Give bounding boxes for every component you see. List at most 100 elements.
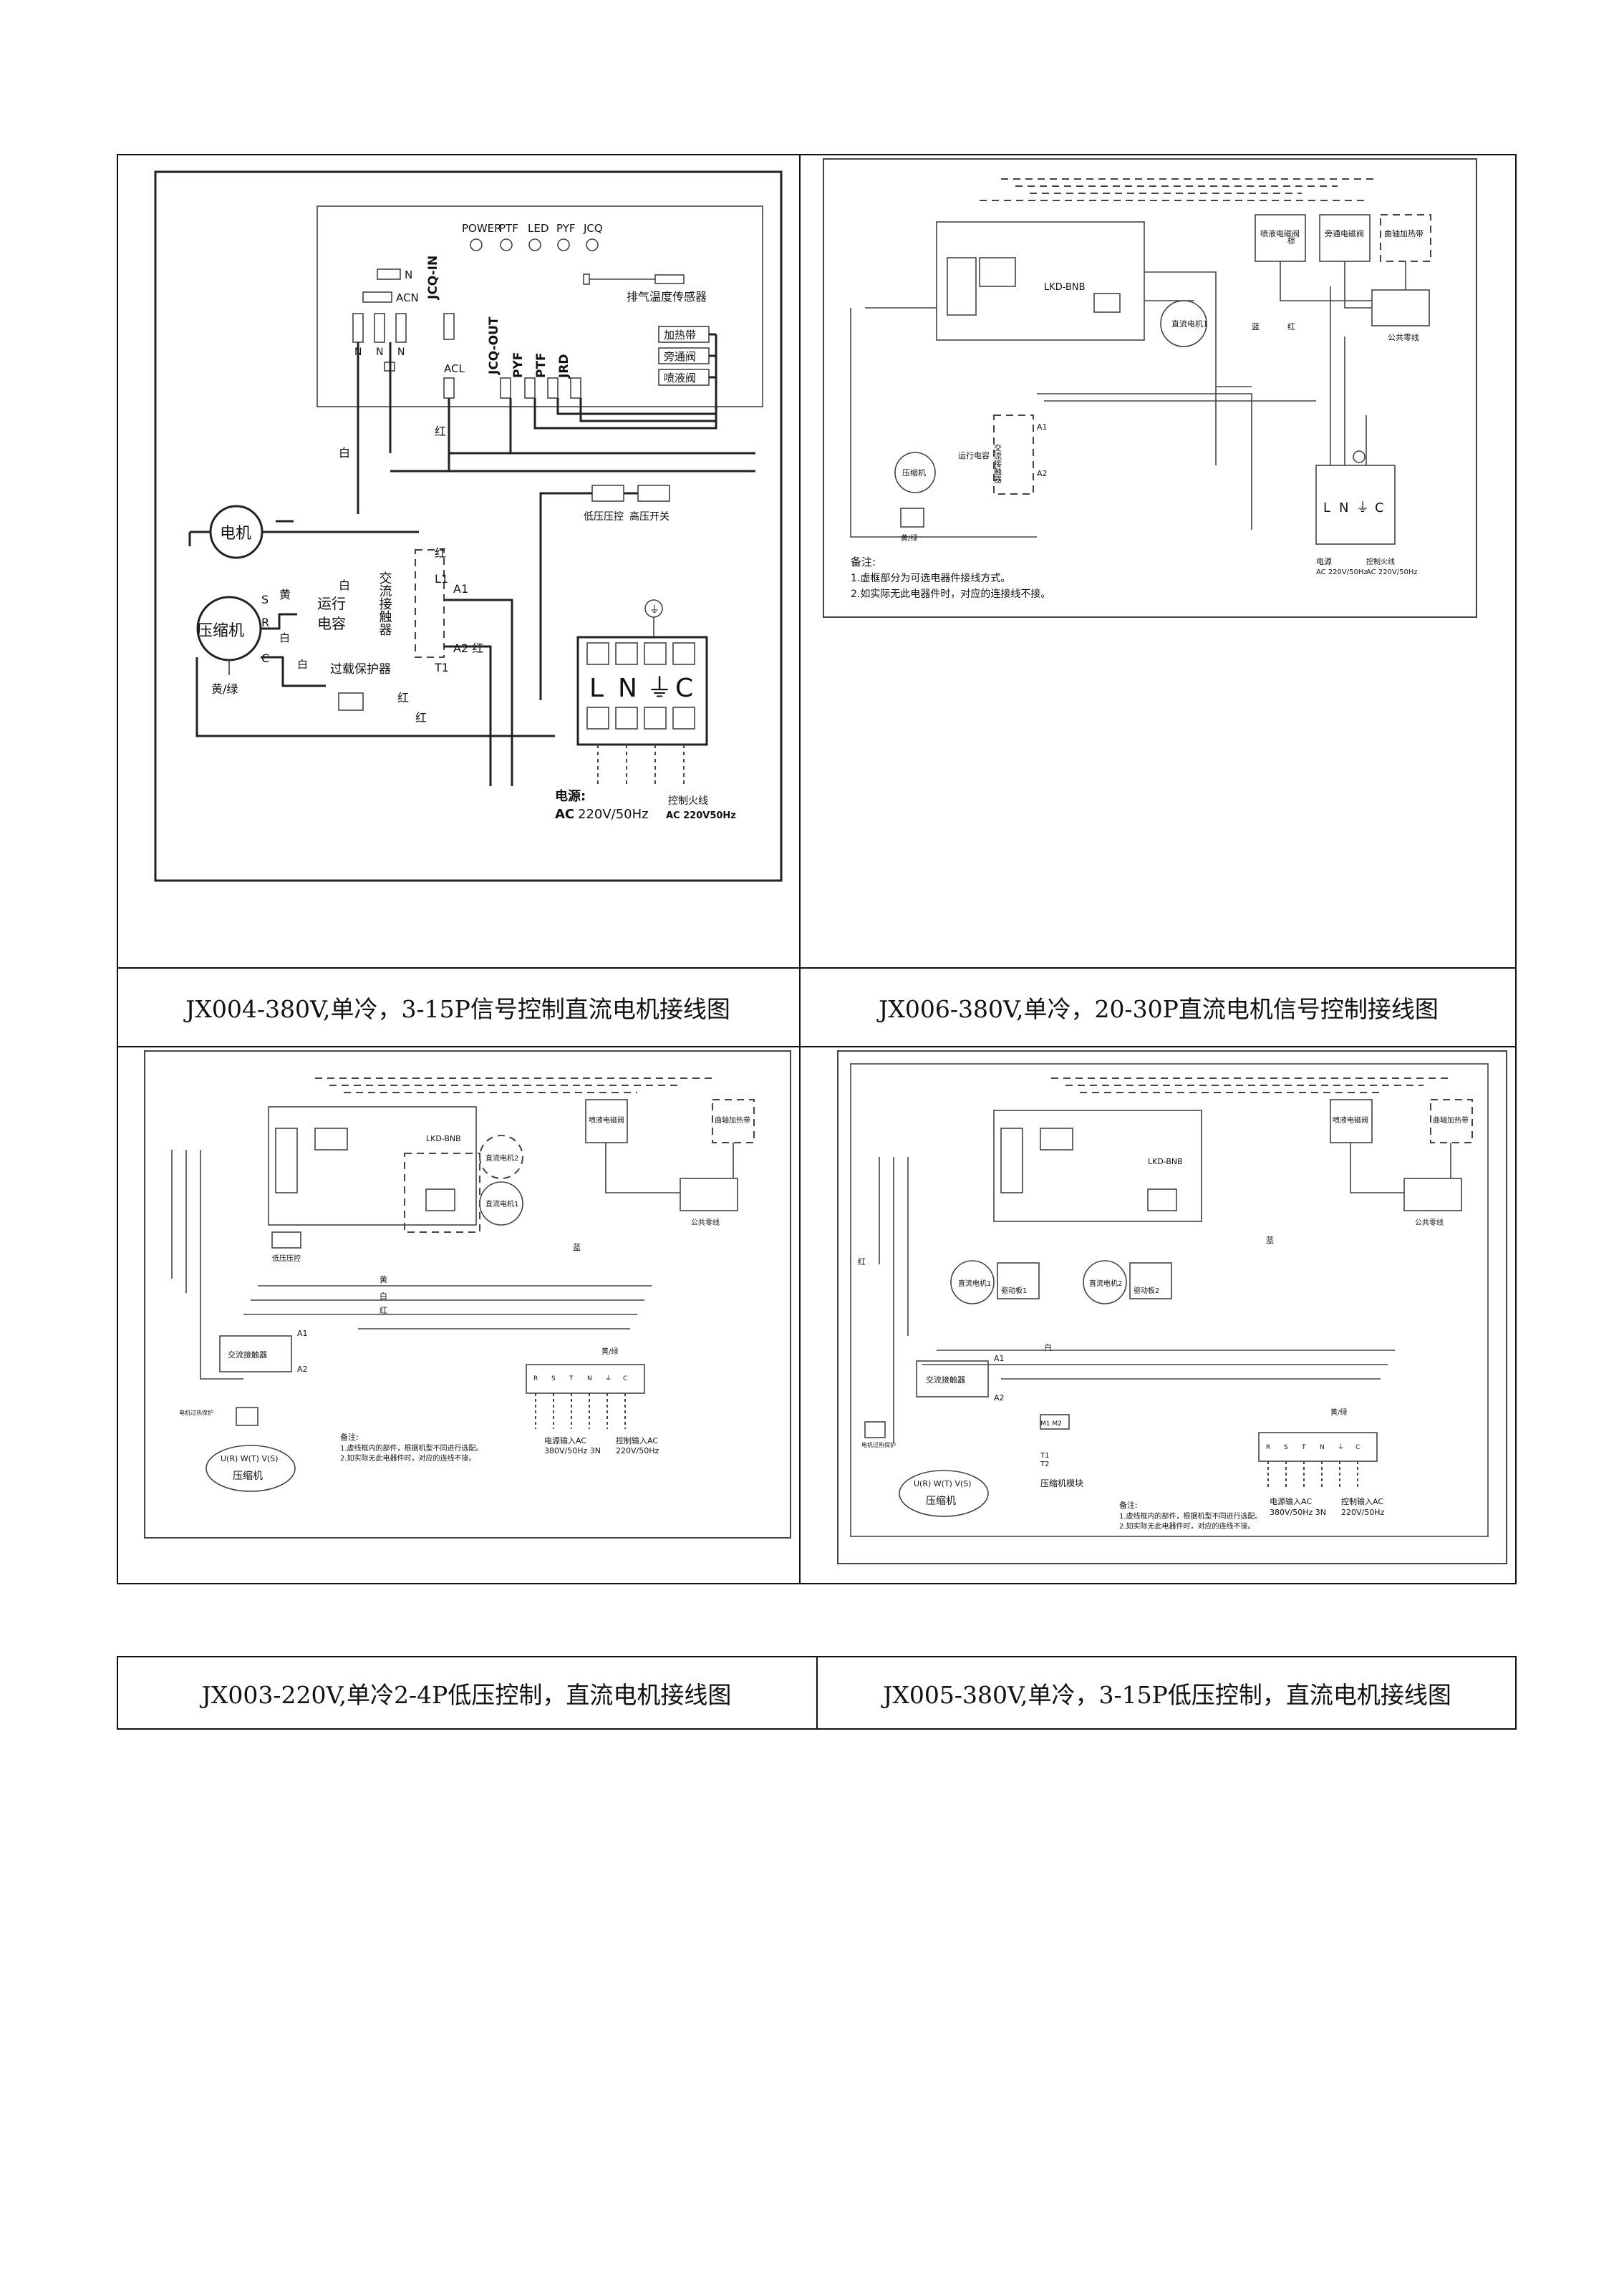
table-divider-h1 [117, 967, 1517, 969]
powerv-label: 380V/50Hz 3N [1270, 1508, 1326, 1517]
diagram-jx004: POWER PTF LED PYF JCQ 排气温度传感器 N ACN N N … [154, 170, 783, 882]
yg-label: 黄/绿 [1330, 1408, 1347, 1417]
terminal-ground: ⏚ [1356, 500, 1369, 515]
blue-label: 蓝 [1252, 322, 1260, 331]
highp-label: 高压开关 [629, 510, 670, 523]
red-label-1: 红 [435, 425, 446, 438]
caption-jx006: JX006-380V,单冷，20-30P直流电机信号控制接线图 [879, 995, 1439, 1023]
note-2: 2.如实际无此电器件时，对应的连线不接。 [1119, 1521, 1255, 1531]
white-label-4: 白 [297, 658, 308, 671]
drv2-label: 驱动板2 [1134, 1286, 1159, 1295]
blue-label: 蓝 [573, 1243, 581, 1252]
heater-label: 曲轴加热带 [1384, 228, 1424, 238]
terminal-t: T [1301, 1444, 1306, 1451]
overheat-label: 电机过热保护 [861, 1441, 896, 1448]
a1-label: A1 [297, 1329, 308, 1338]
common-label: 公共零线 [1415, 1218, 1444, 1227]
table-top [117, 154, 1517, 1584]
terminal-t: T [569, 1375, 574, 1382]
spray-label: 喷液电磁阀 [1260, 228, 1300, 238]
acn-label: ACN [396, 291, 419, 304]
contactor-label: 交流接触器 [926, 1375, 965, 1385]
red-label-2: 红 [435, 546, 446, 560]
a2-label: A2 [994, 1393, 1005, 1403]
indicator-jcq: JCQ [583, 222, 603, 235]
red-label-3: 红 [397, 691, 409, 704]
terminal-c: C [623, 1375, 627, 1382]
caption-jx003: JX003-220V,单冷2-4P低压控制，直流电机接线图 [201, 1680, 732, 1709]
ctrl-label: 控制火线 [668, 795, 708, 807]
n2-label: N [376, 347, 383, 358]
diagram-jx005: LKD-BNB 直流电机1 驱动板1 直流电机2 驱动板2 喷液电磁阀 曲轴加热… [837, 1050, 1507, 1564]
compressor-label: 压缩机 [902, 468, 926, 478]
terminal-c: C [1375, 500, 1384, 515]
table-divider-v1 [799, 154, 801, 1584]
terminal-n: N [1339, 500, 1348, 515]
t1-label: T1 [434, 661, 449, 674]
note-2: 2.如实际无此电器件时，对应的连线不接。 [340, 1453, 476, 1463]
jcq-in-label: JCQ-IN [426, 256, 440, 300]
ptf-label: PTF [534, 352, 548, 378]
power-label: 电源 [1316, 556, 1332, 566]
caption-jx004: JX004-380V,单冷，3-15P信号控制直流电机接线图 [185, 995, 730, 1023]
l1-label: L1 [435, 572, 448, 586]
note-title: 备注: [1119, 1500, 1138, 1510]
terminal-r: R [533, 1375, 538, 1382]
yellow-label: 黄 [380, 1274, 387, 1284]
indicator-power: POWER [462, 222, 502, 235]
white-label-1: 白 [339, 446, 350, 460]
sensor-label: 排气温度传感器 [627, 290, 707, 304]
run-label: 运行 [317, 595, 346, 612]
yg-label: 黄/绿 [901, 533, 917, 543]
terminal-l: L [1323, 500, 1330, 515]
heater-label: 曲轴加热带 [715, 1115, 750, 1125]
caption-jx005: JX005-380V,单冷，3-15P低压控制，直流电机接线图 [883, 1680, 1451, 1709]
ctrl-label: 控制火线 [1366, 557, 1395, 566]
module-label: 压缩机模块 [1040, 1478, 1083, 1488]
red-label: 红 [1287, 322, 1295, 331]
brown-label: 棕 [1287, 236, 1295, 246]
red-label-4: 红 [415, 711, 427, 725]
board-label: LKD-BNB [1148, 1157, 1183, 1166]
uvw-label: U(R) W(T) V(S) [914, 1479, 972, 1488]
compressor-label: 压缩机 [926, 1496, 956, 1507]
terminal-ground: ⏚ [1338, 1443, 1344, 1451]
note-title: 备注: [851, 556, 876, 568]
note-1: 1.虚框部分为可选电器件接线方式。 [851, 572, 1010, 584]
powerin-label: 电源输入AC [544, 1435, 586, 1445]
note-title: 备注: [340, 1432, 359, 1442]
diagram-jx003: LKD-BNB 直流电机2 直流电机1 喷液电磁阀 曲轴加热带 公共零线 低压压… [144, 1050, 791, 1539]
terminal-s: S [551, 1375, 556, 1382]
m1m2-label: M1 M2 [1040, 1420, 1062, 1428]
ctrlin-label: 控制输入AC [616, 1435, 658, 1445]
board-label: LKD-BNB [426, 1134, 461, 1143]
dc2-label: 直流电机2 [485, 1153, 518, 1163]
motor-label: 电机 [220, 525, 251, 543]
spray-label: 喷液电磁阀 [1333, 1115, 1368, 1125]
jcq-out-label: JCQ-OUT [487, 316, 501, 375]
pyf-label: PYF [511, 352, 526, 378]
terminal-c: C [675, 674, 693, 703]
dcmotor-label: 直流电机1 [1171, 319, 1208, 329]
a2-label: A2 [1037, 469, 1048, 478]
a1-label: A1 [994, 1354, 1005, 1363]
white-label-3: 白 [279, 631, 290, 644]
spray-label: 喷液电磁阀 [589, 1115, 624, 1125]
ctrlin-label: 控制输入AC [1341, 1496, 1383, 1506]
terminal-n: N [1320, 1444, 1325, 1451]
powerv-label: 380V/50Hz 3N [544, 1446, 601, 1455]
a1-label: A1 [453, 582, 468, 596]
yellow-label: 黄 [279, 588, 291, 601]
t2-label: T2 [1040, 1461, 1049, 1468]
overload-label: 过载保护器 [330, 662, 391, 677]
run-label: 运行电容 [958, 450, 990, 460]
note-2: 2.如实际无此电器件时，对应的连接线不接。 [851, 588, 1050, 600]
common-label: 公共零线 [691, 1218, 720, 1227]
blue-label: 蓝 [1266, 1236, 1274, 1245]
white-label: 白 [1044, 1342, 1052, 1352]
board-label: LKD-BNB [1044, 282, 1086, 293]
white-label: 白 [380, 1291, 387, 1301]
drv1-label: 驱动板1 [1001, 1286, 1027, 1295]
acl-label: ACL [444, 362, 465, 375]
overheat-label: 电机过热保护 [179, 1409, 213, 1416]
